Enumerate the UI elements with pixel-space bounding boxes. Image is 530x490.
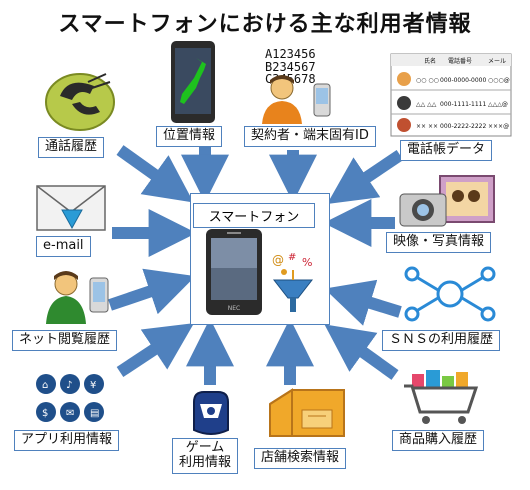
svg-text:♪: ♪ xyxy=(66,380,72,391)
pb-r2-mail: △△△@ xyxy=(488,101,508,108)
svg-text:✉: ✉ xyxy=(66,408,74,419)
svg-text:@: @ xyxy=(272,253,284,267)
pb-r1-name: ○○ ○○ xyxy=(416,77,439,84)
label-game-line-2: 利用情報 xyxy=(179,454,232,470)
smartphone-label: スマートフォン xyxy=(193,203,315,228)
pb-r2-name: △△ △△ xyxy=(416,101,437,108)
label-sns: ＳＮＳの利用履歴 xyxy=(382,330,501,351)
store-icon xyxy=(269,388,345,437)
pb-r2-tel: 000-1111-1111 xyxy=(440,101,487,108)
sns-network-icon xyxy=(404,266,496,322)
svg-text:%: % xyxy=(302,256,312,269)
game-controller-icon xyxy=(193,391,229,435)
pb-r1-tel: 000-0000-0000 xyxy=(440,77,487,84)
label-browsing: ネット閲覧履歴 xyxy=(12,330,118,351)
smartphone-icon: NEC xyxy=(206,229,262,315)
svg-text:$: $ xyxy=(42,408,48,419)
pb-r3-name: ×× ×× xyxy=(416,123,438,130)
label-location: 位置情報 xyxy=(156,126,223,147)
label-app-usage: アプリ利用情報 xyxy=(14,430,120,451)
user-id-icon xyxy=(262,75,331,124)
app-icons-grid: ⌂ ♪ ¥ $ ✉ ▤ xyxy=(36,374,104,422)
svg-text:¥: ¥ xyxy=(90,380,96,391)
map-phone-icon xyxy=(171,41,215,123)
id-line-1: A123456 xyxy=(265,47,316,61)
pb-r3-tel: 000-2222-2222 xyxy=(440,123,487,130)
label-media: 映像・写真情報 xyxy=(386,232,492,253)
arrow-call-history xyxy=(116,145,194,203)
phone-brand: NEC xyxy=(228,305,240,312)
svg-text:⌂: ⌂ xyxy=(42,380,48,391)
shopping-cart-icon xyxy=(404,370,479,424)
label-phonebook: 電話帳データ xyxy=(400,140,493,161)
pb-r1-mail: ○○○@ xyxy=(488,77,510,84)
data-funnel-icon: @ # % xyxy=(272,252,314,312)
label-game-usage: ゲーム 利用情報 xyxy=(172,438,239,474)
page-title: スマートフォンにおける主な利用者情報 xyxy=(58,12,472,37)
pb-r3-mail: ×××@ xyxy=(488,123,509,130)
svg-text:▤: ▤ xyxy=(90,408,99,419)
user-browsing-icon xyxy=(46,271,109,324)
label-purchase: 商品購入履歴 xyxy=(392,430,485,451)
arrow-sns xyxy=(324,279,402,326)
label-call-history: 通話履歴 xyxy=(38,137,105,158)
id-line-2: B234567 xyxy=(265,59,316,74)
label-email: e-mail xyxy=(36,236,91,257)
camera-photo-icon xyxy=(399,175,495,227)
arrow-phonebook xyxy=(327,150,404,205)
label-game-line-1: ゲーム xyxy=(185,440,225,455)
arrow-app-usage xyxy=(116,323,195,378)
svg-text:#: # xyxy=(288,252,296,263)
phonebook-table: 氏名 電話番号 メール ○○ ○○ 000-0000-0000 ○○○@ △△ … xyxy=(390,53,512,137)
pb-header-tel: 電話番号 xyxy=(448,57,472,65)
pb-header-mail: メール xyxy=(488,58,506,65)
arrow-browsing xyxy=(108,268,196,315)
arrow-purchase xyxy=(324,324,399,380)
label-store-search: 店舗検索情報 xyxy=(254,448,347,469)
label-contract-id: 契約者・端末固有ID xyxy=(244,126,376,147)
pb-header-name: 氏名 xyxy=(424,57,436,65)
envelope-icon xyxy=(36,185,106,231)
telephone-icon xyxy=(45,73,115,131)
